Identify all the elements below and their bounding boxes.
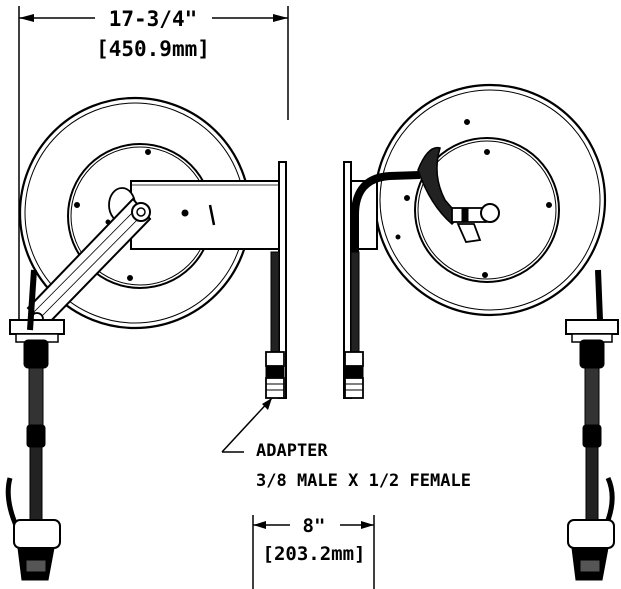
left-drop-hose xyxy=(265,251,285,399)
left-reel xyxy=(9,96,287,420)
overall-width-mm: [450.9mm] xyxy=(96,37,210,61)
spacing-dimension xyxy=(252,515,375,589)
adapter-spec: 3/8 MALE X 1/2 FEMALE xyxy=(256,471,471,491)
spacing-mm: [203.2mm] xyxy=(263,543,366,565)
adapter-leader xyxy=(221,397,273,453)
adapter-label: ADAPTER xyxy=(256,441,328,461)
right-reel-hose xyxy=(344,146,500,399)
left-hose-nozzle xyxy=(5,339,61,581)
spacing-inches: 8" xyxy=(303,515,326,537)
overall-width-dimension xyxy=(18,6,289,320)
overall-width-inches: 17-3/4" xyxy=(109,7,198,31)
right-hose-nozzle xyxy=(565,269,619,581)
